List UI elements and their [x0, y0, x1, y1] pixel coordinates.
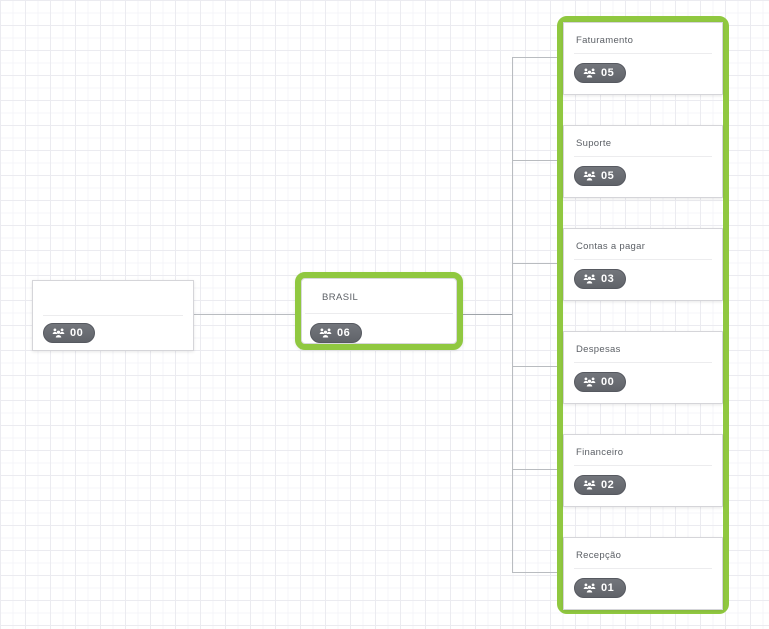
- org-node-root[interactable]: 00: [32, 280, 194, 351]
- node-title: Financeiro: [576, 447, 624, 458]
- users-group-icon: [52, 327, 65, 339]
- users-group-icon: [583, 376, 596, 388]
- member-count-badge[interactable]: 06: [310, 323, 363, 343]
- users-group-icon: [319, 327, 332, 339]
- member-count: 01: [601, 581, 615, 594]
- users-group-icon: [583, 67, 596, 79]
- node-divider: [574, 156, 712, 157]
- member-count: 05: [601, 66, 615, 79]
- connector-stub-5: [512, 469, 563, 470]
- connector-trunk: [512, 57, 513, 573]
- org-node-recepcao[interactable]: Recepção 01: [563, 537, 723, 610]
- node-divider: [574, 53, 712, 54]
- node-divider: [305, 313, 453, 314]
- node-title: Suporte: [576, 138, 612, 149]
- member-count: 02: [601, 478, 615, 491]
- connector-root-to-parent: [192, 314, 295, 315]
- node-title: BRASIL: [322, 292, 359, 303]
- member-count-badge[interactable]: 01: [574, 578, 627, 598]
- node-title: Despesas: [576, 344, 621, 355]
- member-count-badge[interactable]: 00: [574, 372, 627, 392]
- member-count: 00: [70, 326, 84, 339]
- node-divider: [574, 259, 712, 260]
- org-node-brasil[interactable]: BRASIL 06: [295, 272, 463, 350]
- org-node-contas-a-pagar[interactable]: Contas a pagar 03: [563, 228, 723, 301]
- org-node-faturamento[interactable]: Faturamento 05: [563, 22, 723, 95]
- node-divider: [574, 568, 712, 569]
- connector-stub-3: [512, 263, 563, 264]
- member-count-badge[interactable]: 05: [574, 63, 627, 83]
- node-title: Recepção: [576, 550, 622, 561]
- node-divider: [574, 362, 712, 363]
- node-title: Contas a pagar: [576, 241, 646, 252]
- users-group-icon: [583, 170, 596, 182]
- member-count-badge[interactable]: 00: [43, 323, 96, 343]
- member-count-badge[interactable]: 03: [574, 269, 627, 289]
- users-group-icon: [583, 273, 596, 285]
- connector-stub-2: [512, 160, 563, 161]
- connector-stub-6: [512, 572, 563, 573]
- org-node-suporte[interactable]: Suporte 05: [563, 125, 723, 198]
- org-children-group[interactable]: Faturamento 05 Suporte: [557, 16, 729, 614]
- connector-parent-to-trunk: [463, 314, 512, 315]
- member-count: 05: [601, 169, 615, 182]
- connector-stub-4: [512, 366, 563, 367]
- users-group-icon: [583, 582, 596, 594]
- org-node-financeiro[interactable]: Financeiro 02: [563, 434, 723, 507]
- node-divider: [43, 315, 183, 316]
- node-divider: [574, 465, 712, 466]
- member-count: 06: [337, 326, 351, 339]
- users-group-icon: [583, 479, 596, 491]
- connector-stub-1: [512, 57, 563, 58]
- member-count: 03: [601, 272, 615, 285]
- org-node-despesas[interactable]: Despesas 00: [563, 331, 723, 404]
- member-count: 00: [601, 375, 615, 388]
- member-count-badge[interactable]: 02: [574, 475, 627, 495]
- node-title: Faturamento: [576, 35, 634, 46]
- member-count-badge[interactable]: 05: [574, 166, 627, 186]
